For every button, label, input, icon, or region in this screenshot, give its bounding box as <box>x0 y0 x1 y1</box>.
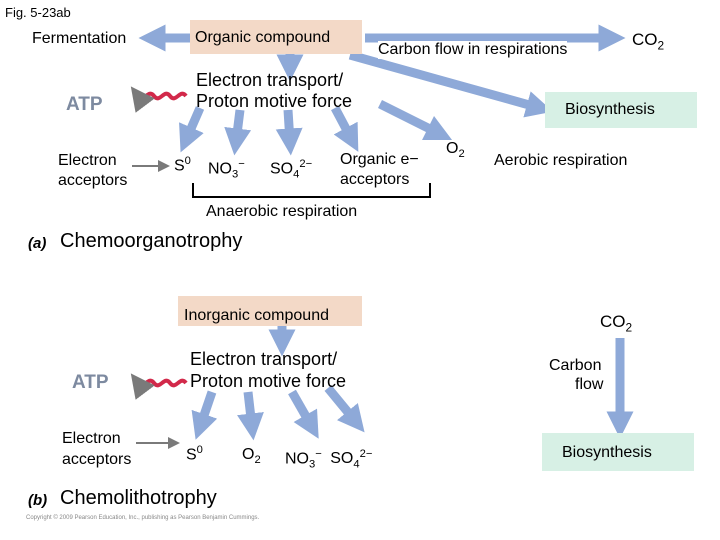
biosynthesis-box-b <box>542 433 694 471</box>
biosynthesis-box-a <box>545 92 697 128</box>
o2-text-b: O <box>242 446 255 463</box>
aerobic-respiration-label: Aerobic respiration <box>494 152 628 169</box>
o2-sub-a: 2 <box>458 148 465 161</box>
atp-wave-a <box>130 86 188 113</box>
arrow-to-no3-b <box>288 389 319 439</box>
co2-text-a: CO <box>632 30 658 49</box>
atp-wave-b <box>130 373 188 400</box>
so4-sup-b: 2− <box>359 448 373 460</box>
electron-transport-line1-b: Electron transport/ <box>190 349 338 369</box>
biosynthesis-label-a: Biosynthesis <box>565 101 655 118</box>
no3-text-b: NO <box>285 450 309 468</box>
s0-label-a: S0 <box>174 155 191 175</box>
arrow-to-s0-b <box>191 390 218 440</box>
electron-transport-line1-a: Electron transport/ <box>196 70 344 90</box>
co2-sub-b: 2 <box>625 320 633 335</box>
o2-text-a: O <box>446 140 459 157</box>
anaerobic-respiration-label: Anaerobic respiration <box>206 203 358 220</box>
o2-label-a: O2 <box>446 140 465 160</box>
arrow-to-no3-a <box>224 109 252 156</box>
organic-compound-label: Organic compound <box>195 29 331 46</box>
so4-text-b: SO <box>330 450 354 468</box>
panel-b-letter: (b) <box>28 492 48 509</box>
no3-sup-b: − <box>315 448 322 460</box>
carbon-flow-line1-b: Carbon <box>549 357 602 374</box>
arrow-to-o2-b <box>237 391 264 441</box>
panel-a-letter: (a) <box>28 235 47 252</box>
no3-label-a: NO3− <box>208 158 245 181</box>
no3-sub-b: 3 <box>309 458 316 471</box>
fermentation-label: Fermentation <box>32 30 127 47</box>
arrow-to-s0-a <box>179 106 205 153</box>
figure-label: Fig. 5-23ab <box>5 5 71 20</box>
atp-label-b: ATP <box>72 372 109 393</box>
co2-label-a: CO2 <box>632 30 664 52</box>
electron-transport-line2-a: Proton motive force <box>196 91 353 111</box>
biosynthesis-label-b: Biosynthesis <box>562 444 652 461</box>
no3-so4-label-b: NO3− SO42− <box>285 448 372 471</box>
o2-sub-b: 2 <box>254 454 261 467</box>
o2-label-b: O2 <box>242 446 261 466</box>
co2-sub-a: 2 <box>657 38 665 53</box>
arrow-to-so4-b <box>324 385 365 433</box>
co2-label-b: CO2 <box>600 312 632 334</box>
carbon-flow-label: Carbon flow in respirations <box>378 41 568 59</box>
arrow-to-organic-a <box>331 105 359 152</box>
so4-sub-b: 4 <box>353 458 360 471</box>
so4-label-a: SO42− <box>270 158 312 181</box>
co2-text-b: CO <box>600 312 626 331</box>
panel-b-caption: Chemolithotrophy <box>60 487 217 509</box>
no3-text-a: NO <box>208 160 232 178</box>
organic-acceptors-line2-a: acceptors <box>340 171 410 188</box>
carbon-flow-line2-b: flow <box>575 376 604 393</box>
s0-text-b: S <box>186 446 197 464</box>
so4-text-a: SO <box>270 160 294 178</box>
so4-sub-a: 4 <box>293 168 300 181</box>
no3-sup-a: − <box>238 158 245 170</box>
arrow-to-o2-a <box>377 99 453 141</box>
arrow-to-so4-a <box>275 109 303 156</box>
panel-a-caption: Chemoorganotrophy <box>60 230 243 252</box>
no3-sub-a: 3 <box>232 168 239 181</box>
electron-transport-line2-b: Proton motive force <box>190 371 347 391</box>
inorganic-compound-label: Inorganic compound <box>184 307 329 324</box>
biosynthesis-arrow-a <box>348 50 554 118</box>
so4-sup-a: 2− <box>299 158 313 170</box>
s0-label-b: S0 <box>186 444 203 464</box>
copyright-text: Copyright © 2009 Pearson Education, Inc.… <box>26 515 260 521</box>
s0-sup-b: 0 <box>196 444 203 456</box>
organic-compound-box <box>190 20 362 54</box>
electron-acceptors-line2-b: acceptors <box>62 451 132 468</box>
inorganic-compound-box <box>178 296 362 326</box>
organic-acceptors-line1-a: Organic e− <box>340 151 419 168</box>
s0-text-a: S <box>174 157 185 175</box>
anaerobic-bracket <box>192 183 431 198</box>
electron-acceptors-line1-a: Electron <box>58 152 117 169</box>
electron-acceptors-line1-b: Electron <box>62 430 121 447</box>
electron-acceptors-line2-a: acceptors <box>58 172 128 189</box>
s0-sup-a: 0 <box>184 155 191 167</box>
atp-label-a: ATP <box>66 94 103 115</box>
